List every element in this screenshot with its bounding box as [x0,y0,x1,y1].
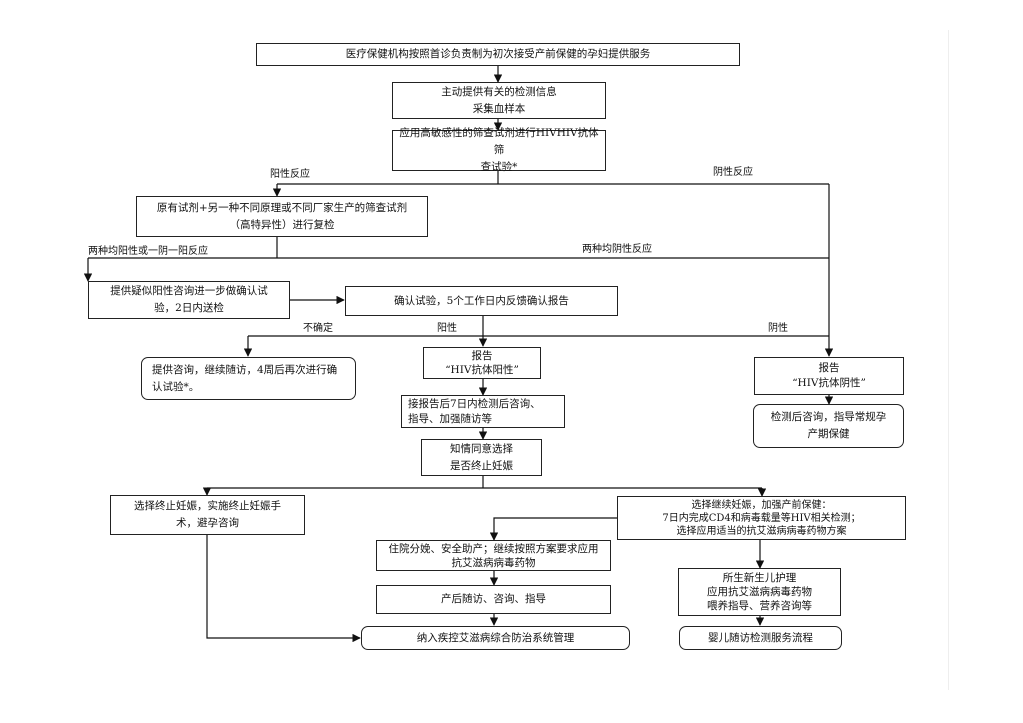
node-n14-line-1: 7日内完成CD4和病毒载量等HIV相关检测； [662,512,861,524]
node-n4: 原有试剂+另一种不同原理或不同厂家生产的筛查试剂 （高特异性）进行复检 [136,196,428,237]
node-n15-line-1: 抗艾滋病病毒药物 [451,556,536,569]
node-n3-line-1: 查试验* [480,161,518,173]
node-n7-line-0: 提供咨询，继续随访，4周后再次进行确 [152,363,338,376]
node-n8-line-1: “HIV抗体阳性” [445,364,519,376]
node-n2-line-0: 主动提供有关的检测信息 [441,85,557,98]
edge-n13-n18 [206,535,361,643]
label-positive: 阳性 [437,323,457,334]
node-n11-line-1: 产期保健 [807,428,850,440]
node-n19: 婴儿随访检测服务流程 [679,626,842,650]
label-neg-reaction: 阴性反应 [713,167,753,178]
node-n8-line-0: 报告 [471,350,493,362]
node-n4-line-1: （高特异性）进行复检 [229,218,335,231]
node-n1-line-0: 医疗保健机构按照首诊负责制为初次接受产前保健的孕妇提供服务 [345,48,651,60]
node-n2: 主动提供有关的检测信息 采集血样本 [392,82,606,119]
node-n2-line-1: 采集血样本 [472,102,526,115]
node-n10: 接报告后7日内检测后咨询、 指导、加强随访等 [401,395,565,428]
node-n1: 医疗保健机构按照首诊负责制为初次接受产前保健的孕妇提供服务 [256,43,740,66]
node-n15-line-0: 住院分娩、安全助产；继续按照方案要求应用 [388,542,599,555]
node-n11-line-0: 检测后咨询，指导常规孕 [770,411,887,423]
node-n19-line-0: 婴儿随访检测服务流程 [708,631,813,644]
node-n18-line-0: 纳入疾控艾滋病综合防治系统管理 [416,631,575,644]
node-n12-line-0: 知情同意选择 [450,442,513,455]
node-n3: 应用高敏感性的筛查试剂进行HIVHIV抗体筛 查试验* [392,127,606,173]
label-uncertain: 不确定 [303,323,333,334]
page-edge-line [948,30,949,690]
node-n13-line-0: 选择终止妊娠，实施终止妊娠手 [134,500,281,512]
node-n5-line-0: 提供疑似阳性咨询进一步做确认试 [110,285,268,297]
label-both-neg: 两种均阴性反应 [582,244,652,255]
node-n5-line-1: 验，2日内送检 [154,302,224,314]
node-n11: 检测后咨询，指导常规孕 产期保健 [753,404,904,448]
node-n17-line-0: 产后随访、咨询、指导 [441,593,546,605]
label-negative: 阴性 [768,323,788,334]
node-n14: 选择继续妊娠，加强产前保健： 7日内完成CD4和病毒载量等HIV相关检测； 选择… [617,496,906,540]
node-n8: 报告 “HIV抗体阳性” [423,347,541,379]
node-n16-line-0: 所生新生儿护理 [722,572,797,584]
node-n9: 报告 “HIV抗体阴性” [754,357,904,395]
label-pos-reaction: 阳性反应 [270,169,310,180]
node-n5: 提供疑似阳性咨询进一步做确认试 验，2日内送检 [88,281,290,319]
node-n9-line-1: “HIV抗体阴性” [792,377,866,389]
node-n12-line-1: 是否终止妊娠 [450,459,513,472]
node-n3-line-0: 应用高敏感性的筛查试剂进行HIVHIV抗体筛 [399,127,599,156]
node-n18: 纳入疾控艾滋病综合防治系统管理 [361,626,630,650]
node-n16: 所生新生儿护理 应用抗艾滋病病毒药物 喂养指导、营养咨询等 [678,568,841,616]
node-n4-line-0: 原有试剂+另一种不同原理或不同厂家生产的筛查试剂 [156,201,408,214]
node-n7: 提供咨询，继续随访，4周后再次进行确 认试验*。 [141,357,356,400]
node-n17: 产后随访、咨询、指导 [376,585,611,614]
node-n10-line-0: 接报告后7日内检测后咨询、 [408,397,541,410]
node-n16-line-2: 喂养指导、营养咨询等 [707,600,812,612]
node-n13: 选择终止妊娠，实施终止妊娠手 术，避孕咨询 [110,495,305,535]
node-n16-line-1: 应用抗艾滋病病毒药物 [707,586,812,598]
node-n14-line-0: 选择继续妊娠，加强产前保健： [691,499,832,511]
node-n9-line-0: 报告 [818,362,840,374]
label-both-pos-or-one: 两种均阳性或一阴一阳反应 [88,246,208,257]
node-n14-line-2: 选择应用适当的抗艾滋病病毒药物方案 [676,525,847,537]
node-n10-line-1: 指导、加强随访等 [408,412,492,425]
node-n6: 确认试验，5个工作日内反馈确认报告 [345,286,618,316]
node-n12: 知情同意选择 是否终止妊娠 [421,439,542,476]
node-n6-line-0: 确认试验，5个工作日内反馈确认报告 [394,294,569,307]
node-n15: 住院分娩、安全助产；继续按照方案要求应用 抗艾滋病病毒药物 [376,540,611,571]
node-n7-line-1: 认试验*。 [152,380,200,393]
node-n13-line-1: 术，避孕咨询 [176,517,239,529]
edge-n14-n15 [489,517,617,541]
